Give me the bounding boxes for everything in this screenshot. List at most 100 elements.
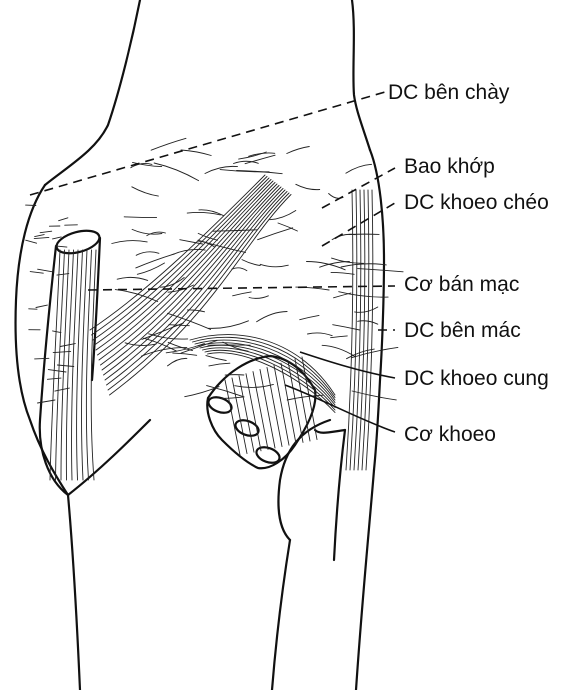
fiber-stroke — [270, 211, 296, 220]
fiber-stroke — [274, 365, 289, 445]
fiber-stroke — [341, 264, 386, 267]
leader-bao-khop — [322, 168, 395, 208]
fiber-stroke — [242, 260, 260, 266]
fiber-stroke — [181, 150, 211, 156]
fiber-stroke — [198, 240, 246, 252]
fiber-stroke — [38, 269, 54, 272]
fiber-stroke — [168, 342, 192, 350]
joint-capsule — [16, 150, 384, 495]
fiber-stroke — [173, 353, 197, 355]
fiber-stroke — [346, 190, 353, 470]
fiber-stroke — [267, 367, 282, 446]
labels: DC bên chày Bao khớp DC khoeo chéo Cơ bá… — [388, 81, 549, 446]
fiber-stroke — [96, 181, 273, 350]
arcuate-popliteal-ligament — [190, 335, 335, 413]
fiber-stroke — [35, 235, 45, 237]
fibula-head — [272, 420, 345, 690]
fiber-stroke — [334, 293, 351, 298]
fiber-stroke — [208, 321, 248, 329]
fiber-stroke — [59, 218, 68, 221]
fiber-stroke — [181, 341, 217, 354]
label-dc-ben-mac: DC bên mác — [404, 319, 521, 342]
fiber-stroke — [60, 344, 75, 347]
fiber-stroke — [108, 193, 289, 390]
fiber-stroke — [260, 370, 275, 449]
fiber-stroke — [354, 190, 361, 470]
fiber-stroke — [232, 268, 247, 271]
fiber-stroke — [246, 374, 261, 451]
fiber-stroke — [258, 228, 293, 240]
fiber-stroke — [154, 163, 199, 181]
fiber-stroke — [36, 305, 47, 307]
fiber-stroke — [112, 241, 147, 244]
fiber-stroke — [34, 237, 49, 238]
leader-dc-ben-chay — [30, 92, 385, 195]
label-co-ban-mac: Cơ bán mạc — [404, 273, 519, 296]
fiber-stroke — [187, 310, 204, 312]
fiber-stroke — [296, 184, 320, 189]
fiber-stroke — [249, 296, 268, 299]
femur-shaft — [45, 0, 370, 185]
fiber-stroke — [53, 331, 61, 333]
fiber-stroke — [86, 250, 91, 480]
label-dc-khoeo-cung: DC khoeo cung — [404, 367, 549, 390]
label-dc-khoeo-cheo: DC khoeo chéo — [404, 191, 549, 214]
fiber-stroke — [206, 356, 226, 361]
fiber-stroke — [187, 212, 220, 214]
fiber-stroke — [137, 263, 164, 274]
fiber-stroke — [221, 397, 243, 398]
fiber-stroke — [151, 138, 186, 150]
fiber-stroke — [355, 307, 378, 312]
fiber-stroke — [362, 190, 369, 470]
tibia-shaft — [68, 470, 374, 690]
fiber-stroke — [331, 272, 354, 274]
fiber-stroke — [300, 315, 319, 319]
fiber-stroke — [350, 190, 357, 470]
fiber-stroke — [366, 190, 373, 470]
popliteus-muscle — [206, 356, 317, 468]
fiber-stroke — [26, 240, 37, 243]
fiber-stroke — [57, 365, 73, 367]
label-dc-ben-chay: DC bên chày — [388, 81, 510, 104]
fiber-stroke — [82, 250, 87, 480]
fiber-stroke — [185, 387, 219, 397]
label-co-khoeo: Cơ khoeo — [404, 423, 496, 446]
fiber-stroke — [307, 262, 346, 270]
fiber-stroke — [245, 155, 275, 164]
fiber-stroke — [322, 345, 355, 356]
fiber-stroke — [198, 233, 217, 240]
semimembranosus-tendon — [40, 227, 102, 495]
fiber-stroke — [53, 351, 70, 352]
fiber-stroke — [195, 340, 335, 400]
fiber-stroke — [136, 252, 159, 255]
fiber-stroke — [287, 147, 310, 154]
fiber-stroke — [253, 372, 268, 450]
fiber-stroke — [92, 177, 268, 336]
label-bao-khop: Bao khớp — [404, 155, 495, 178]
fiber-stroke — [208, 353, 336, 413]
fiber-stroke — [346, 164, 372, 173]
leader-co-ban-mac — [88, 286, 395, 290]
fiber-stroke — [233, 292, 252, 296]
fiber-stroke — [132, 187, 159, 196]
fiber-stroke — [260, 264, 288, 267]
fiber-stroke — [257, 312, 288, 322]
fiber-stroke — [352, 391, 396, 400]
fiber-stroke — [117, 277, 148, 280]
fiber-stroke — [35, 358, 49, 359]
fiber-stroke — [333, 325, 360, 330]
fiber-stroke — [168, 358, 187, 366]
fiber-stroke — [209, 363, 230, 366]
fiber-stroke — [232, 378, 247, 454]
fiber-stroke — [125, 343, 156, 346]
fiber-stroke — [40, 231, 52, 233]
fiber-stroke — [53, 237, 62, 239]
fiber-stroke — [30, 272, 43, 274]
fiber-stroke — [93, 178, 269, 340]
fiber-stroke — [308, 333, 333, 336]
fiber-stroke — [331, 336, 348, 338]
fiber-stroke — [136, 254, 175, 268]
fiber-stroke — [95, 180, 272, 346]
fiber-stroke — [124, 217, 156, 218]
